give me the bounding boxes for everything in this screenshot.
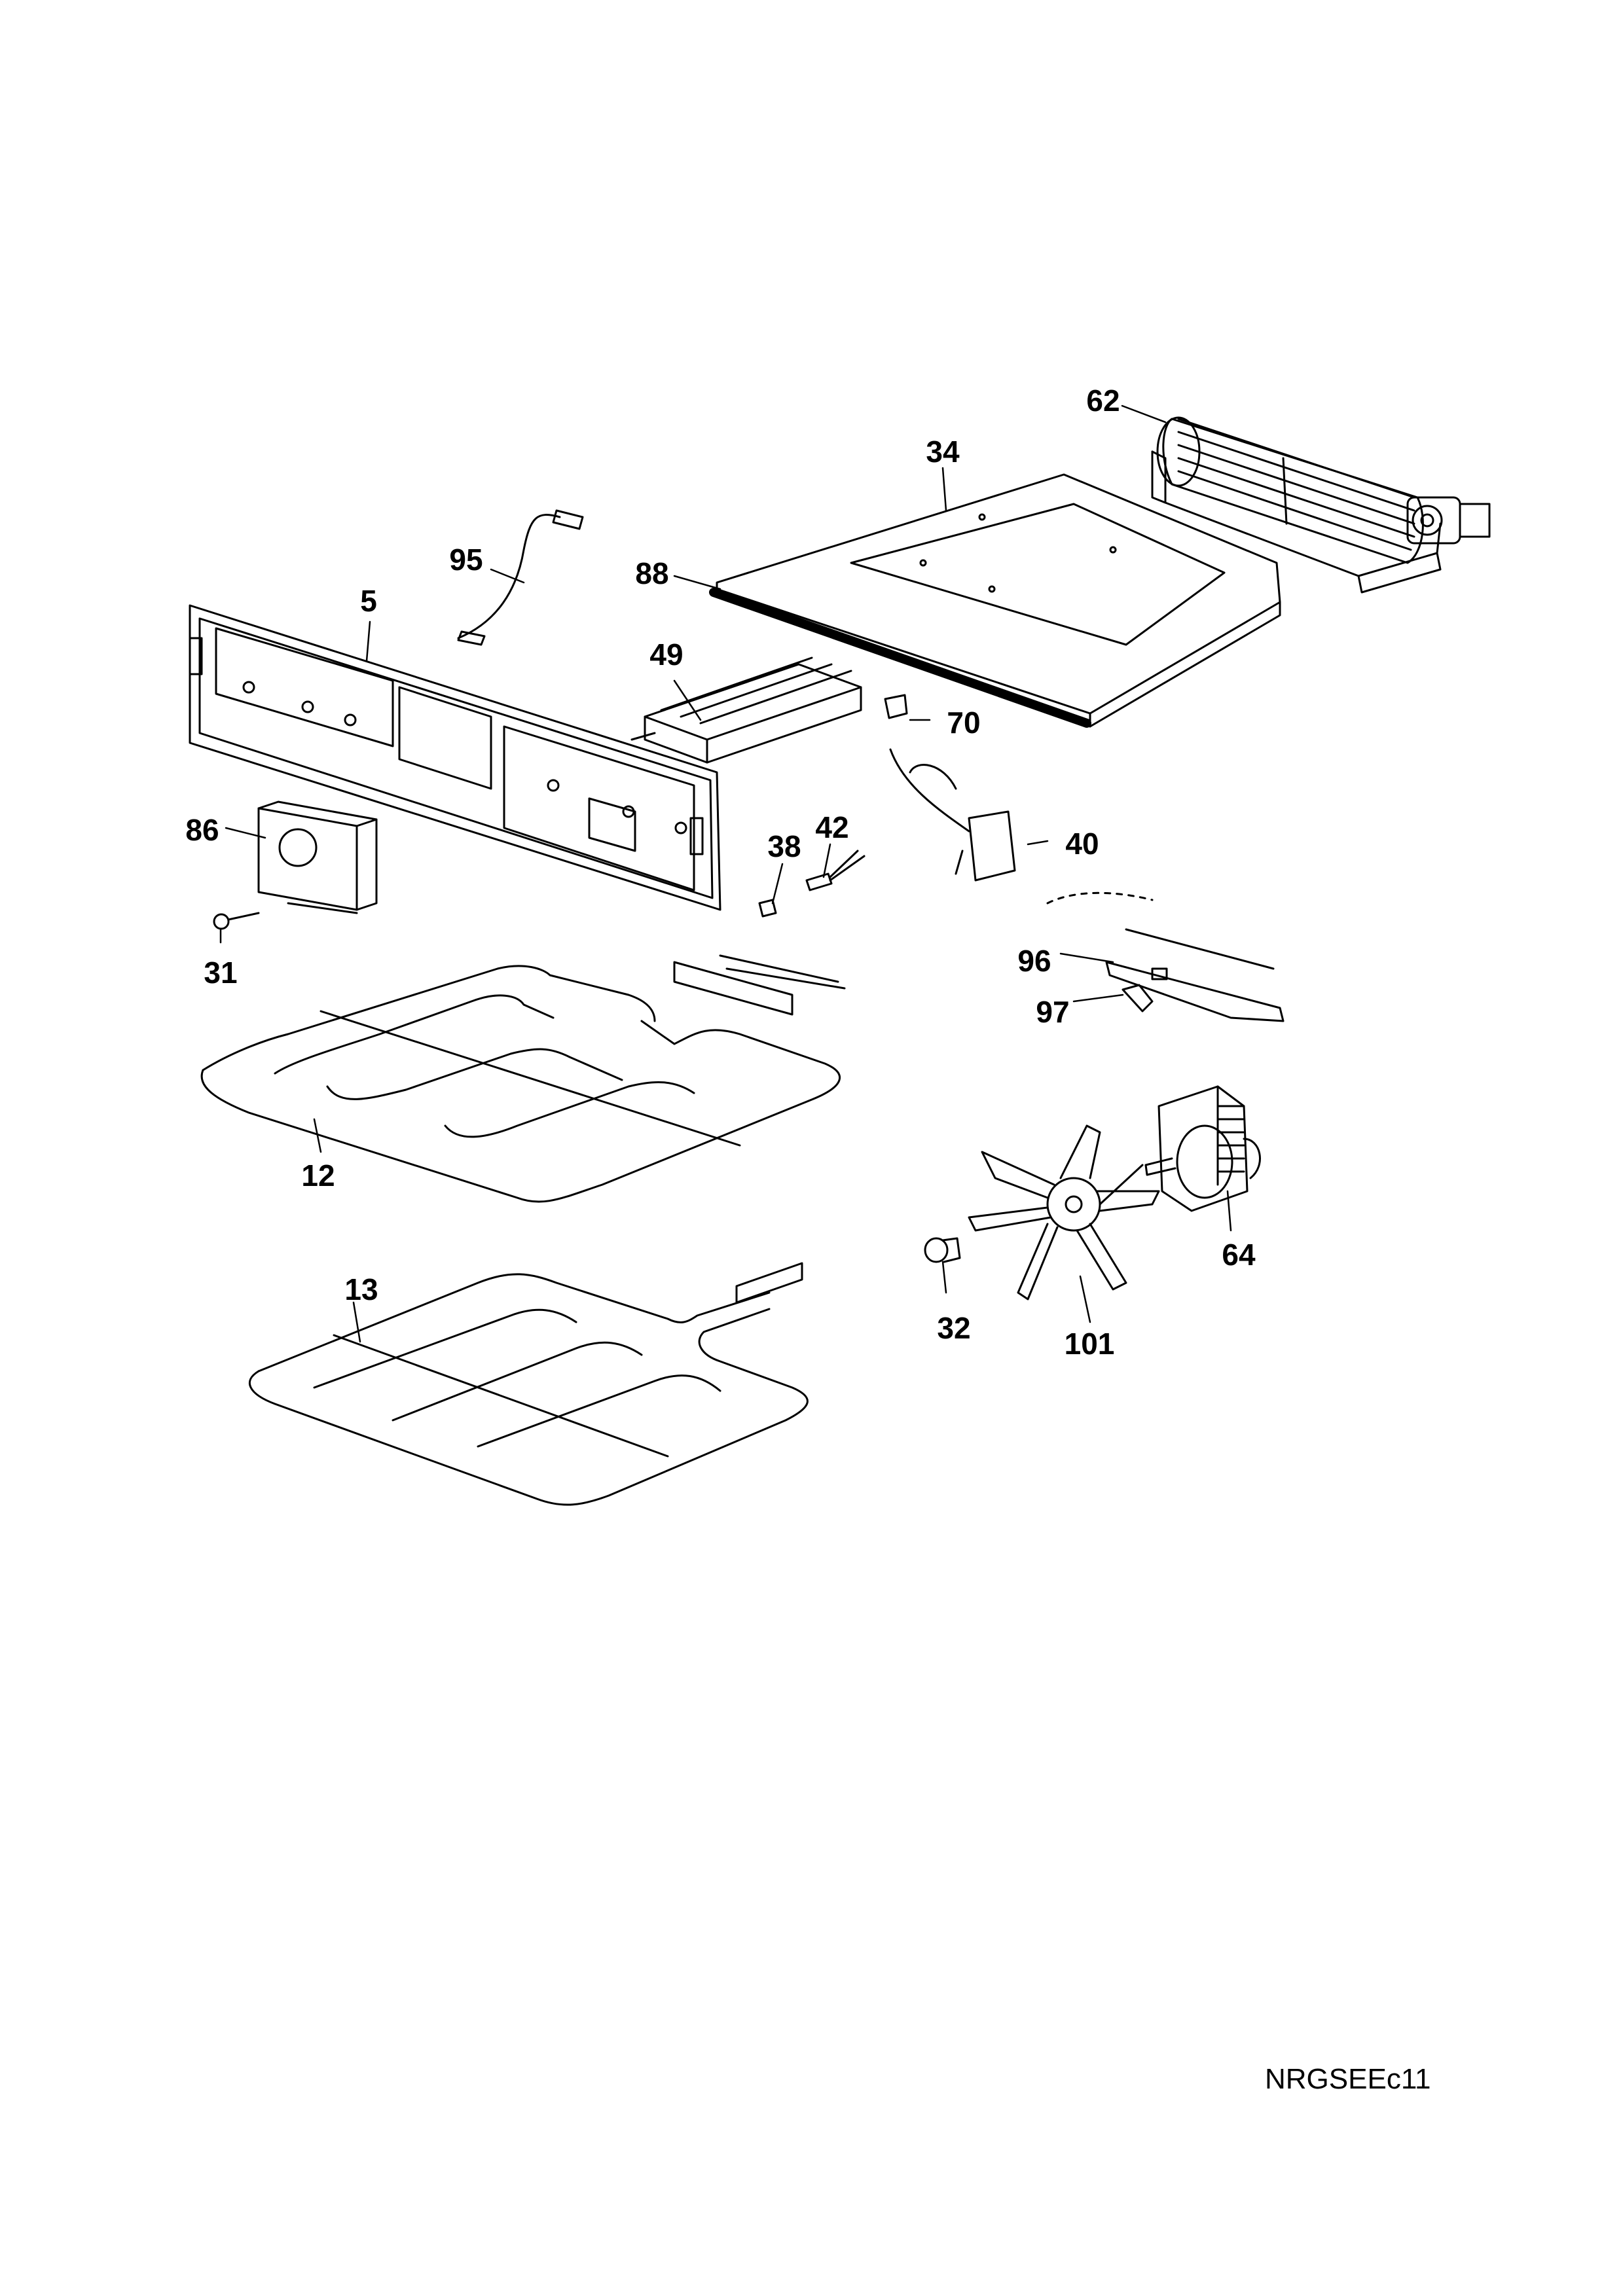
timer-clock-drawing [257,800,378,914]
part-label-86: 86 [185,813,219,847]
part-label-38: 38 [767,829,801,863]
indicator-light-drawing [805,850,866,891]
part-label-12: 12 [301,1158,335,1193]
part-label-42: 42 [815,810,849,844]
part-label-64: 64 [1222,1238,1256,1272]
control-panel-frame-drawing [189,604,721,911]
part-label-49: 49 [649,637,684,672]
knob-screw-drawing [213,912,260,930]
bottom-heating-element-drawing [248,1262,809,1506]
clip-drawing [1122,984,1154,1013]
leader-lines [219,404,1232,1343]
fan-blade-drawing [968,1124,1160,1300]
part-label-70: 70 [947,706,981,740]
wiring-cable-drawing [457,509,584,646]
part-label-97: 97 [1036,995,1070,1029]
part-label-34: 34 [926,435,960,469]
lamp-holder-drawing [884,694,908,719]
part-label-101: 101 [1064,1327,1115,1361]
part-label-13: 13 [344,1272,378,1306]
thermostat-drawing [889,748,1016,882]
bracket-drawing [1046,891,1285,1022]
part-label-88: 88 [635,556,669,590]
terminal-block-drawing [630,656,862,764]
connector-drawing [758,899,777,918]
part-label-32: 32 [937,1311,971,1345]
part-label-40: 40 [1065,827,1099,861]
part-label-95: 95 [449,543,483,577]
fan-motor-drawing [1144,1085,1261,1212]
top-heating-element-drawing [200,954,846,1203]
nut-drawing [924,1237,961,1263]
part-label-62: 62 [1086,384,1120,418]
part-label-5: 5 [360,584,377,618]
part-label-31: 31 [204,956,238,990]
tangential-fan-drawing [1151,416,1491,594]
document-code: NRGSEEc11 [1265,2063,1431,2095]
part-label-96: 96 [1017,944,1051,978]
seal-strip-drawing [709,588,1091,728]
